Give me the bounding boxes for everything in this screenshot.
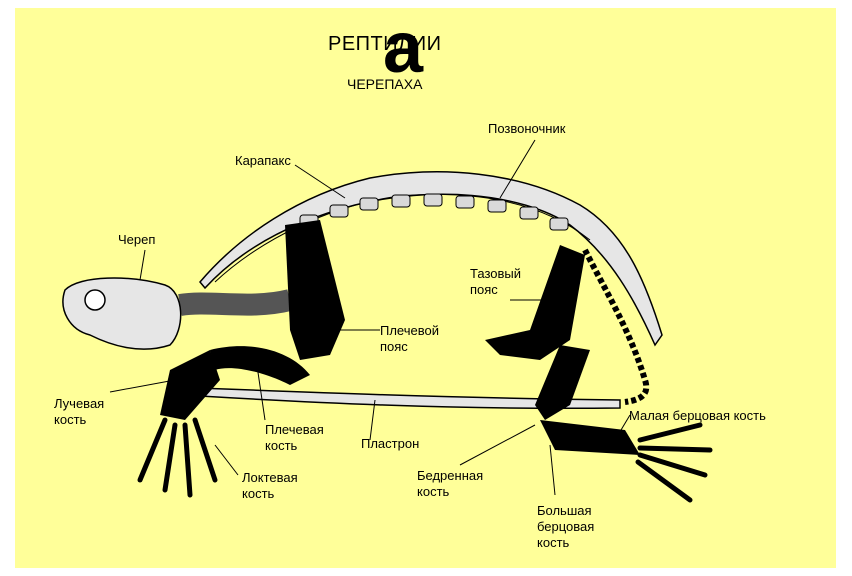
shoulder-girdle — [285, 220, 345, 360]
label-shoulder-girdle-1: Плечевой — [380, 323, 439, 339]
label-ulna-2: кость — [242, 486, 274, 502]
label-fibula: Малая берцовая кость — [629, 408, 766, 424]
label-radius-1: Лучевая — [54, 396, 104, 412]
label-humerus-1: Плечевая — [265, 422, 324, 438]
label-pelvic-girdle-1: Тазовый — [470, 266, 521, 282]
radius-ulna — [160, 350, 220, 420]
label-shoulder-girdle-2: пояс — [380, 339, 408, 355]
label-spine: Позвоночник — [488, 121, 565, 137]
label-tibia-1: Большая — [537, 503, 592, 519]
humerus-bone — [210, 346, 310, 385]
label-skull: Череп — [118, 232, 155, 248]
label-carapace: Карапакс — [235, 153, 291, 169]
label-tibia-3: кость — [537, 535, 569, 551]
label-tibia-2: берцовая — [537, 519, 594, 535]
label-femur-1: Бедренная — [417, 468, 483, 484]
label-ulna-1: Локтевая — [242, 470, 298, 486]
skull-eye-socket — [85, 290, 105, 310]
hind-foot-claws — [638, 425, 710, 500]
label-femur-2: кость — [417, 484, 449, 500]
tibia-fibula — [540, 420, 640, 455]
front-foot-claws — [140, 420, 215, 495]
label-plastron: Пластрон — [361, 436, 419, 452]
overlay-letter: а — [383, 12, 423, 84]
label-humerus-2: кость — [265, 438, 297, 454]
label-pelvic-girdle-2: пояс — [470, 282, 498, 298]
pelvic-girdle — [485, 245, 585, 360]
label-radius-2: кость — [54, 412, 86, 428]
skull-shape — [63, 278, 181, 349]
neck-vertebrae — [180, 300, 290, 305]
